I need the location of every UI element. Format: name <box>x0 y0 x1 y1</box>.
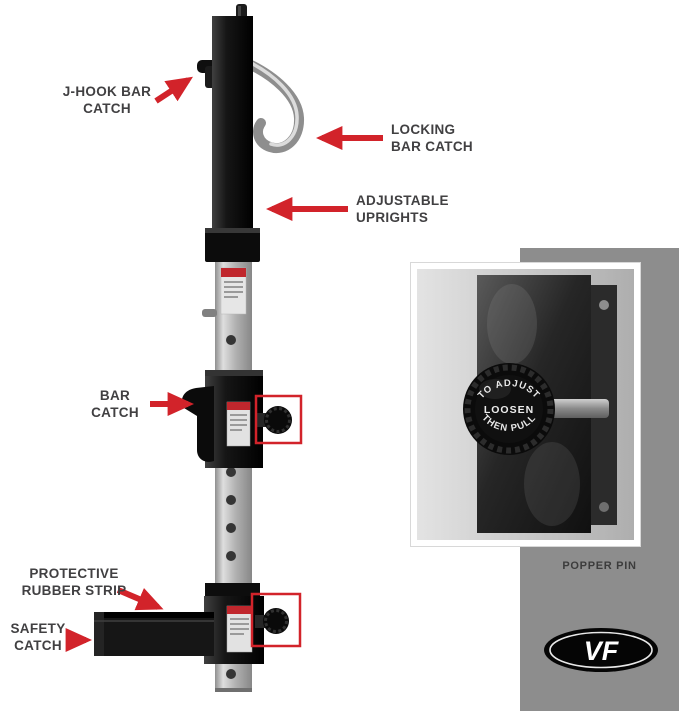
upper-black-tube <box>212 16 253 232</box>
popper-pin-knob-ridges <box>265 407 291 433</box>
callout-line: CATCH <box>83 101 131 116</box>
highlight-box-middle-popper-pin <box>254 394 303 445</box>
knob-ridges <box>464 364 554 454</box>
callout-line: LOCKING <box>391 122 456 137</box>
callout-line: SAFETY <box>10 621 66 636</box>
callout-j-hook-bar-catch: J-HOOK BAR CATCH <box>48 83 166 117</box>
callout-line: RUBBER STRIP <box>21 583 127 598</box>
bolt-hole <box>599 502 609 512</box>
safety-catch-arm <box>94 618 214 656</box>
adjustment-hole <box>226 669 236 679</box>
tube-bottom-edge <box>215 688 252 692</box>
logo-oval <box>544 628 658 672</box>
vf-logo: VF <box>544 628 658 672</box>
adjustment-hole <box>226 551 236 561</box>
callout-line: CATCH <box>91 405 139 420</box>
adjustment-hole <box>226 495 236 505</box>
popper-pin-shaft-closeup <box>537 399 609 418</box>
inset-caption: POPPER PIN <box>562 560 637 572</box>
locking-bar-catch-hook-highlight <box>247 60 299 147</box>
callout-adjustable-uprights: ADJUSTABLE UPRIGHTS <box>356 192 476 226</box>
side-pin <box>202 309 217 317</box>
logo-text: VF <box>584 636 620 666</box>
bolt-hole <box>599 300 609 310</box>
safety-catch-assembly <box>94 583 289 664</box>
warning-sticker <box>220 267 247 315</box>
middle-bar-catch-assembly <box>181 370 292 468</box>
callout-line: BAR CATCH <box>391 139 473 154</box>
callout-protective-rubber-strip: PROTECTIVE RUBBER STRIP <box>18 565 130 599</box>
callout-line: J-HOOK BAR <box>62 84 152 99</box>
callout-line: UPRIGHTS <box>356 210 429 225</box>
popper-pin-closeup: TO ADJUST LOOSEN THEN PULL <box>417 269 634 540</box>
popper-pin-knob-ridges <box>264 609 288 633</box>
protective-rubber-strip <box>94 612 214 620</box>
warning-sticker <box>226 605 253 653</box>
arrow-protective-rubber-strip <box>116 587 164 611</box>
callout-line: CATCH <box>14 638 62 653</box>
safety-catch-arm-end <box>94 612 104 656</box>
lower-collar <box>205 583 260 598</box>
popper-pin-inset: TO ADJUST LOOSEN THEN PULL <box>410 262 641 547</box>
callout-locking-bar-catch: LOCKING BAR CATCH <box>391 121 511 155</box>
callout-bar-catch: BAR CATCH <box>82 387 148 421</box>
tube-collar-top <box>205 228 260 233</box>
knob-highlight <box>479 379 511 399</box>
callout-line: PROTECTIVE <box>29 566 119 581</box>
knob-text-middle: LOOSEN <box>484 404 534 416</box>
sleeve-top-edge <box>205 370 263 376</box>
adjustment-hole <box>226 467 236 477</box>
adjustment-hole <box>226 335 236 345</box>
arm-highlight <box>94 620 214 622</box>
arrow-j-hook-bar-catch <box>154 76 194 104</box>
plate-texture <box>524 442 580 526</box>
plate-texture <box>487 284 537 364</box>
popper-pin-knob <box>264 406 292 434</box>
callout-safety-catch: SAFETY CATCH <box>8 620 68 654</box>
warning-sticker <box>226 401 251 447</box>
knob-face <box>475 375 543 443</box>
callout-line: BAR <box>99 388 131 403</box>
adjustment-hole <box>226 523 236 533</box>
callout-line: ADJUSTABLE <box>356 193 449 208</box>
tube-collar <box>205 228 260 262</box>
logo-swoosh <box>549 631 653 669</box>
highlight-box-lower-popper-pin <box>250 592 302 648</box>
